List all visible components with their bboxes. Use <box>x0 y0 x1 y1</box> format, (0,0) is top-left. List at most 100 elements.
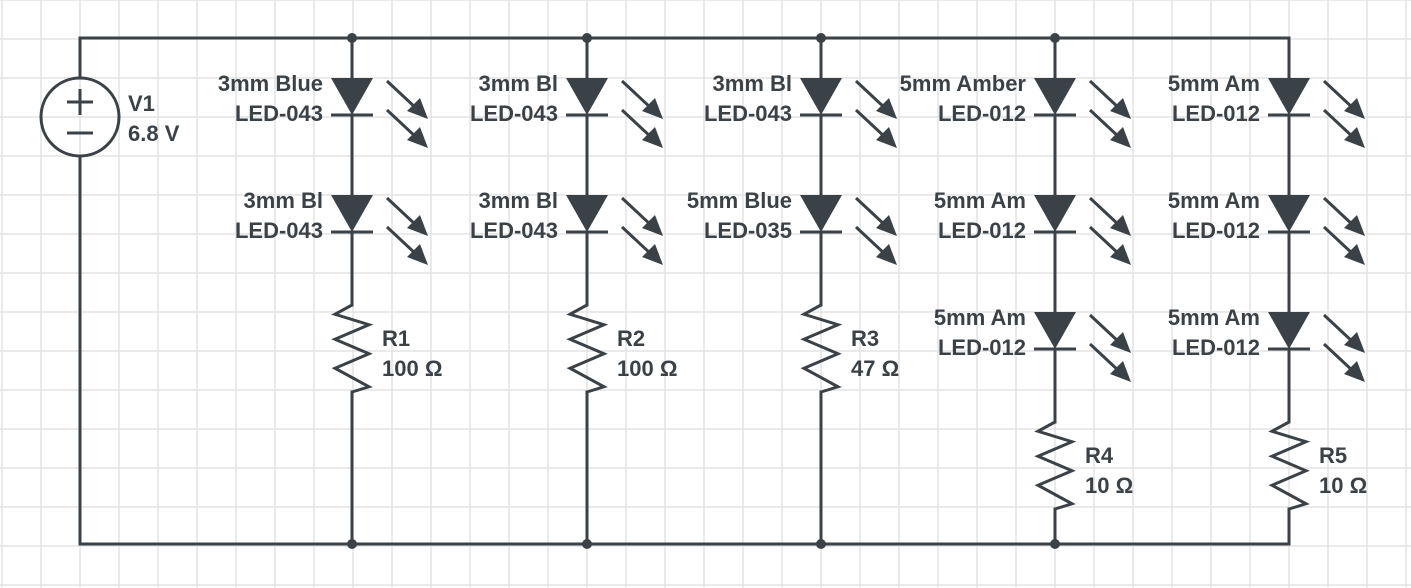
light-emission-arrow-icon <box>1088 108 1131 148</box>
led-triangle <box>800 78 842 115</box>
led-triangle <box>1268 195 1310 232</box>
led-triangle <box>1034 78 1076 115</box>
led-name-label: 5mm Amber <box>900 71 1027 96</box>
led-name-label: 3mm Blue <box>218 71 323 96</box>
resistor-id-label: R2 <box>617 326 645 351</box>
led-name-label: 5mm Am <box>934 305 1026 330</box>
resistor-id-label: R5 <box>1319 443 1347 468</box>
led-part-label: LED-012 <box>938 218 1026 243</box>
light-emission-arrow-icon <box>854 196 897 236</box>
light-emission-arrow-icon <box>1088 196 1131 236</box>
wires <box>78 33 1291 549</box>
light-emission-arrow-icon <box>385 196 428 236</box>
resistor-r2[interactable]: R2 100 Ω <box>566 303 677 394</box>
resistor-r4[interactable]: R4 10 Ω <box>1034 420 1133 511</box>
led-name-label: 3mm Bl <box>244 188 323 213</box>
plus-icon <box>67 89 93 115</box>
led-triangle <box>566 195 608 232</box>
resistor-r5[interactable]: R5 10 Ω <box>1268 420 1367 511</box>
resistor-zigzag <box>331 303 374 394</box>
led[interactable]: 5mm Am LED-012 <box>1168 188 1365 265</box>
led[interactable]: 5mm Am LED-012 <box>934 188 1131 265</box>
light-emission-arrow-icon <box>1322 108 1365 148</box>
led-part-label: LED-043 <box>470 101 558 126</box>
light-emission-arrow-icon <box>385 79 428 119</box>
source-value-label: 6.8 V <box>128 121 180 146</box>
light-emission-arrow-icon <box>1322 313 1365 353</box>
led-part-label: LED-043 <box>235 101 323 126</box>
light-emission-arrow-icon <box>385 108 428 148</box>
led-triangle <box>1268 312 1310 349</box>
branch-5: 5mm Am LED-012 5mm Am LED-012 5mm Am LED-012R… <box>1168 36 1367 546</box>
light-emission-arrow-icon <box>854 108 897 148</box>
led-triangle <box>800 195 842 232</box>
light-emission-arrow-icon <box>1088 79 1131 119</box>
led-name-label: 3mm Bl <box>479 71 558 96</box>
led-name-label: 5mm Am <box>1168 71 1260 96</box>
led[interactable]: 5mm Am LED-012 <box>1168 71 1365 148</box>
led-triangle <box>1034 195 1076 232</box>
led[interactable]: 5mm Am LED-012 <box>1168 305 1365 382</box>
led-part-label: LED-043 <box>470 218 558 243</box>
led-triangle <box>1034 312 1076 349</box>
led[interactable]: 3mm Bl LED-043 <box>235 188 428 265</box>
resistor-value-label: 10 Ω <box>1319 473 1367 498</box>
led-part-label: LED-012 <box>1172 101 1260 126</box>
led-part-label: LED-012 <box>938 101 1026 126</box>
resistor-value-label: 100 Ω <box>617 356 677 381</box>
resistor-zigzag <box>1268 420 1311 511</box>
light-emission-arrow-icon <box>620 196 663 236</box>
led-name-label: 5mm Blue <box>687 188 792 213</box>
led-triangle <box>331 195 373 232</box>
light-emission-arrow-icon <box>620 108 663 148</box>
led-part-label: LED-043 <box>235 218 323 243</box>
light-emission-arrow-icon <box>1322 196 1365 236</box>
led-name-label: 5mm Am <box>934 188 1026 213</box>
resistor-id-label: R1 <box>382 326 410 351</box>
led-part-label: LED-012 <box>1172 335 1260 360</box>
led-name-label: 5mm Am <box>1168 188 1260 213</box>
resistor-zigzag <box>566 303 609 394</box>
led-part-label: LED-035 <box>704 218 792 243</box>
light-emission-arrow-icon <box>854 225 897 265</box>
led-part-label: LED-012 <box>938 335 1026 360</box>
led-name-label: 3mm Bl <box>479 188 558 213</box>
light-emission-arrow-icon <box>620 79 663 119</box>
led-triangle <box>331 78 373 115</box>
resistor-r1[interactable]: R1 100 Ω <box>331 303 442 394</box>
led-triangle <box>566 78 608 115</box>
light-emission-arrow-icon <box>1322 342 1365 382</box>
led-part-label: LED-012 <box>1172 218 1260 243</box>
resistor-id-label: R4 <box>1085 443 1114 468</box>
light-emission-arrow-icon <box>1322 225 1365 265</box>
resistor-zigzag <box>800 303 843 394</box>
light-emission-arrow-icon <box>1088 225 1131 265</box>
led[interactable]: 3mm Bl LED-043 <box>470 71 663 148</box>
light-emission-arrow-icon <box>1322 79 1365 119</box>
led-name-label: 5mm Am <box>1168 305 1260 330</box>
voltage-source-circle <box>39 76 121 158</box>
led[interactable]: 3mm Bl LED-043 <box>470 188 663 265</box>
resistor-id-label: R3 <box>851 326 879 351</box>
led-name-label: 3mm Bl <box>713 71 792 96</box>
light-emission-arrow-icon <box>1088 342 1131 382</box>
source-id-label: V1 <box>128 91 155 116</box>
resistor-value-label: 10 Ω <box>1085 473 1133 498</box>
resistor-zigzag <box>1034 420 1077 511</box>
led[interactable]: 5mm Am LED-012 <box>934 305 1131 382</box>
voltage-source-v1[interactable]: V1 6.8 V <box>39 76 180 158</box>
resistor-value-label: 100 Ω <box>382 356 442 381</box>
light-emission-arrow-icon <box>385 225 428 265</box>
light-emission-arrow-icon <box>854 79 897 119</box>
light-emission-arrow-icon <box>1088 313 1131 353</box>
